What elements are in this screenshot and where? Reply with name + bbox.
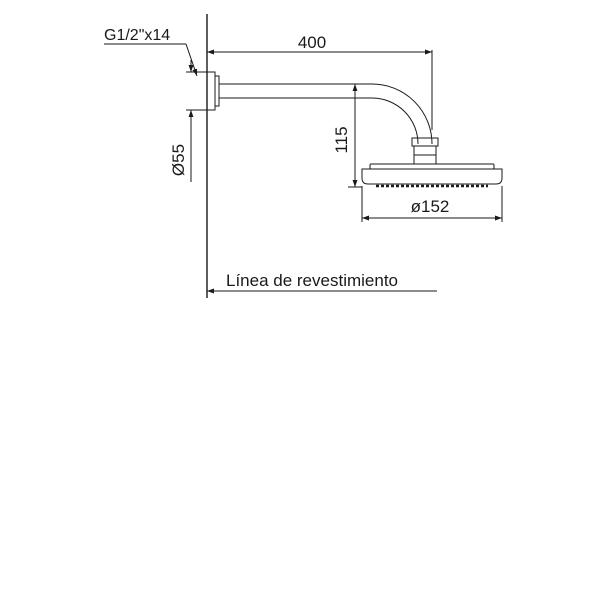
dim-flange-diameter-label: Ø55 xyxy=(169,144,188,176)
dim-arm-length-label: 400 xyxy=(298,33,326,52)
dim-head-diameter-label: ø152 xyxy=(411,197,450,216)
dim-head-diameter xyxy=(361,186,503,222)
shower-head xyxy=(361,163,503,188)
wall-flange xyxy=(206,71,220,111)
wall-label: Línea de revestimiento xyxy=(226,271,398,290)
dim-flange-diameter xyxy=(186,60,207,182)
shower-arm xyxy=(219,83,433,145)
connector-nut xyxy=(411,137,439,165)
dim-drop-height-label: 115 xyxy=(332,126,351,153)
dim-drop-height xyxy=(348,83,364,188)
dim-arm-length xyxy=(207,49,433,130)
thread-callout xyxy=(104,43,198,77)
thread-label: G1/2"x14 xyxy=(104,27,170,44)
